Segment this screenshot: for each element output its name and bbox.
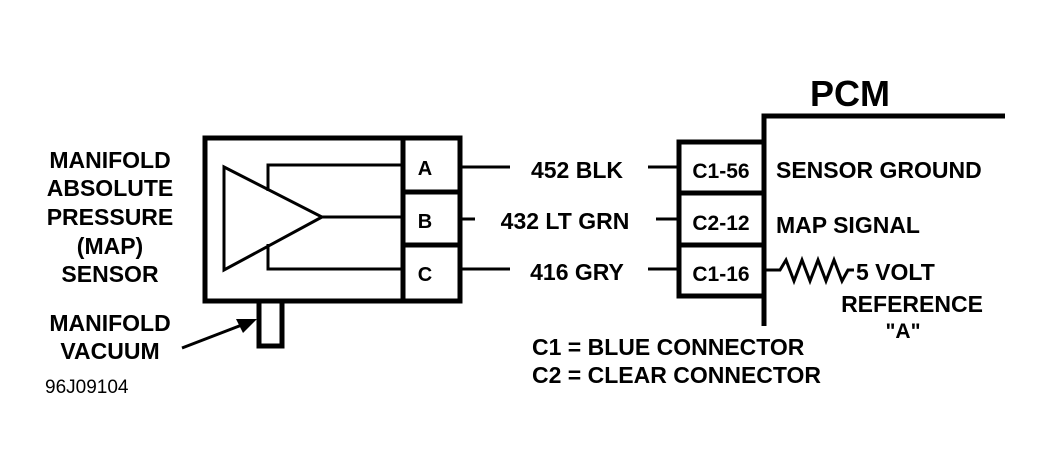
wire-label: 452 BLK bbox=[531, 157, 623, 183]
reference-label-line: REFERENCE bbox=[841, 291, 983, 317]
sensor-name-line: MANIFOLD bbox=[49, 147, 170, 173]
connector-legend-line: C1 = BLUE CONNECTOR bbox=[532, 334, 805, 360]
internal-wire-a bbox=[266, 163, 403, 191]
sensor-name-line: PRESSURE bbox=[47, 204, 174, 230]
vacuum-label: MANIFOLD VACUUM bbox=[49, 310, 170, 364]
pcm-boundary bbox=[761, 113, 1005, 326]
amplifier-symbol bbox=[222, 164, 326, 273]
vacuum-port bbox=[256, 298, 285, 349]
wire-label: 416 GRY bbox=[530, 259, 624, 285]
terminal-label: C1-16 bbox=[692, 263, 749, 286]
figure-id: 96J09104 bbox=[45, 377, 129, 398]
function-label: MAP SIGNAL bbox=[776, 212, 920, 238]
wire-label: 432 LT GRN bbox=[501, 208, 630, 234]
sensor-name: MANIFOLD ABSOLUTE PRESSURE (MAP) SENSOR bbox=[47, 147, 174, 287]
vacuum-arrow bbox=[181, 319, 257, 350]
vacuum-label-line: MANIFOLD bbox=[49, 310, 170, 336]
sensor-name-line: (MAP) bbox=[77, 233, 143, 259]
sensor-name-line: SENSOR bbox=[61, 261, 159, 287]
internal-wire-c bbox=[266, 244, 403, 271]
wiring bbox=[460, 165, 679, 271]
function-label: SENSOR GROUND bbox=[776, 157, 982, 183]
pcm-title: PCM bbox=[810, 73, 890, 114]
function-label: 5 VOLT bbox=[856, 259, 935, 285]
pin-label-b: B bbox=[418, 211, 432, 233]
connector-legend-line: C2 = CLEAR CONNECTOR bbox=[532, 362, 821, 388]
reference-label-line: "A" bbox=[885, 320, 920, 343]
pin-label-a: A bbox=[418, 158, 432, 180]
pin-label-c: C bbox=[418, 264, 432, 286]
resistor-symbol bbox=[764, 255, 854, 286]
vacuum-label-line: VACUUM bbox=[60, 338, 159, 364]
terminal-label: C1-56 bbox=[692, 160, 749, 183]
terminal-label: C2-12 bbox=[692, 212, 749, 235]
sensor-name-line: ABSOLUTE bbox=[47, 175, 174, 201]
